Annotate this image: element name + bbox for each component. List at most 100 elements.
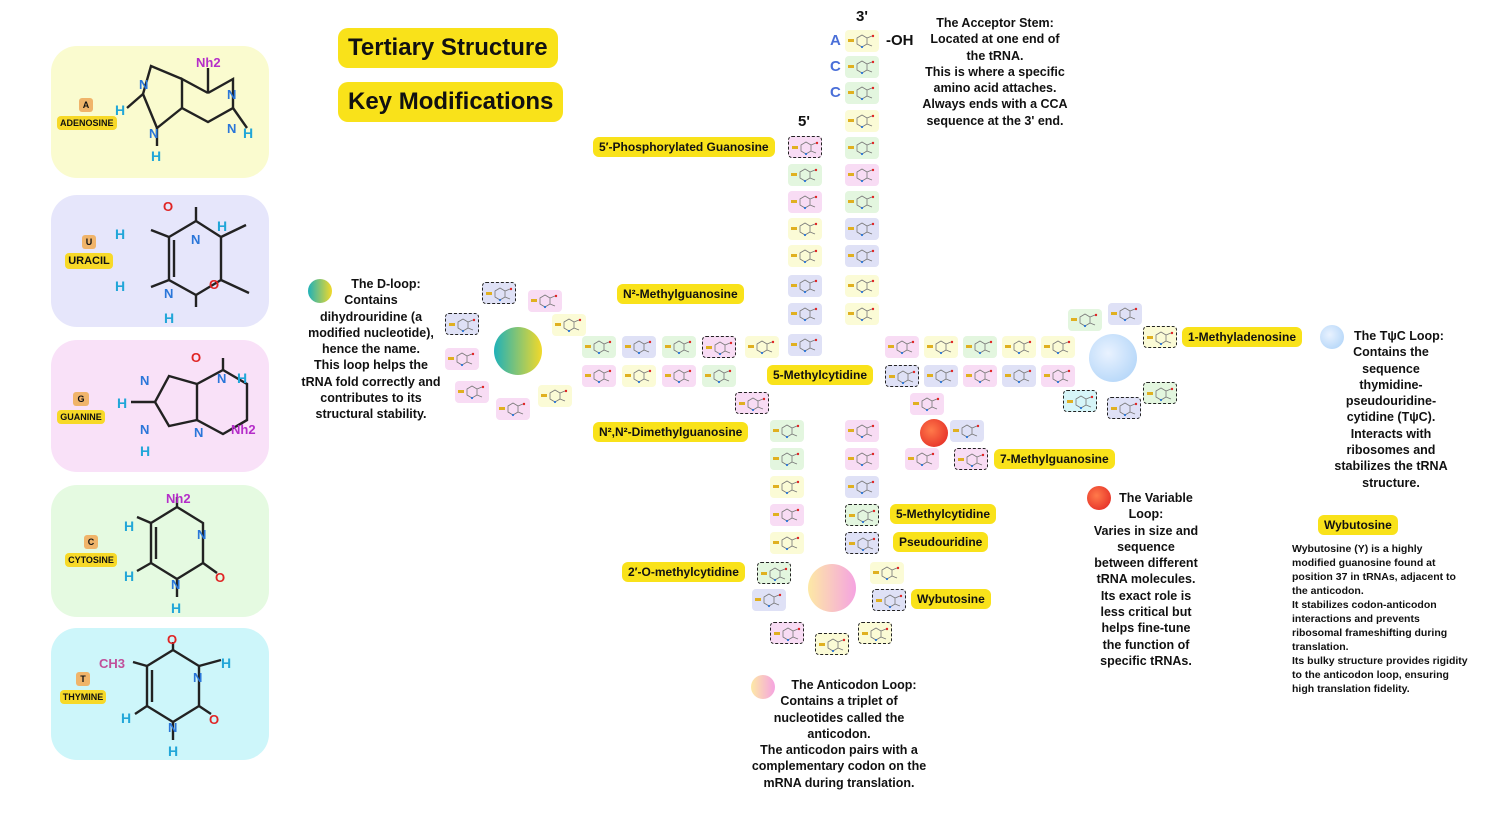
tpsic-loop-description: The TψC Loop: Contains the sequence thym… [1334,329,1448,490]
base-name: URACIL [65,253,113,269]
nucleotide-tile [963,365,997,387]
nucleotide-tile [1143,382,1177,404]
nucleotide-tile [845,56,879,78]
nucleotide-tile [1063,390,1097,412]
nucleotide-tile [788,245,822,267]
svg-text:O: O [191,350,201,365]
anticodon-loop-circle [808,564,856,612]
nucleotide-tile [845,110,879,132]
nucleotide-tile [845,245,879,267]
nucleotide-tile [788,164,822,186]
nucleotide-tile [845,218,879,240]
base-name: CYTOSINE [65,553,117,567]
adenosine-card: Nh2 N N N N H H H A ADENOSINE [51,46,269,178]
label-1-methyladenosine: 1-Methyladenosine [1182,327,1303,347]
base-name: THYMINE [59,690,107,704]
nucleotide-tile [528,290,562,312]
nucleotide-tile [582,365,616,387]
svg-text:N: N [140,373,149,388]
svg-text:N: N [193,670,202,685]
cca-a-label: A [830,32,841,49]
variable-loop-description: The Variable Loop: Varies in size and se… [1093,491,1199,668]
svg-text:H: H [115,226,125,242]
nucleotide-tile [1107,397,1141,419]
nucleotide-tile [752,589,786,611]
five-prime-label: 5' [798,113,810,130]
thymine-card: O CH3 N H O N H H T THYMINE [51,628,269,760]
svg-text:N: N [171,577,180,592]
nucleotide-tile [770,448,804,470]
guanine-card: O N H Nh2 N N N H H G GUANINE [51,340,269,472]
nucleotide-tile [845,532,879,554]
nucleotide-tile [845,303,879,325]
tertiary-structure-title: Tertiary Structure [338,28,558,68]
svg-text:H: H [243,125,253,141]
label-5-methylcytidine-anticodon: 5-Methylcytidine [890,504,997,524]
nucleotide-tile [1041,336,1075,358]
anticodon-loop-dot [751,675,775,699]
nucleotide-tile [845,30,879,52]
svg-text:H: H [124,568,134,584]
svg-text:O: O [209,277,219,292]
svg-text:Nh2: Nh2 [196,55,221,70]
nucleotide-tile [702,365,736,387]
label-n2n2-dimethylguanosine: N²,N²-Dimethylguanosine [593,422,749,442]
nucleotide-tile [885,365,919,387]
nucleotide-tile [496,398,530,420]
nucleotide-tile [954,448,988,470]
svg-text:H: H [164,310,174,326]
nucleotide-tile [845,164,879,186]
svg-text:H: H [121,710,131,726]
nucleotide-tile [702,336,736,358]
anticodon-loop-description: The Anticodon Loop: Contains a triplet o… [751,678,927,790]
nucleotide-tile [845,82,879,104]
svg-text:H: H [221,655,231,671]
nucleotide-tile [770,476,804,498]
thymine-structure-icon: O CH3 N H O N H H [99,632,231,759]
label-2-o-methylcytidine: 2′-O-methylcytidine [622,562,745,582]
svg-text:H: H [115,278,125,294]
nucleotide-tile [858,622,892,644]
label-phosphorylated-guanosine: 5′-Phosphorylated Guanosine [593,137,775,157]
variable-loop-circle [920,419,948,447]
nucleotide-tile [770,420,804,442]
nucleotide-tile [845,476,879,498]
nucleotide-tile [788,136,822,158]
nucleotide-tile [770,532,804,554]
svg-text:H: H [124,518,134,534]
cca-c1-label: C [830,58,841,75]
nucleotide-tile [1068,309,1102,331]
base-name: ADENOSINE [57,116,117,130]
svg-text:Nh2: Nh2 [231,422,256,437]
nucleotide-tile [845,420,879,442]
svg-text:N: N [168,720,177,735]
nucleotide-tile [582,336,616,358]
svg-text:N: N [194,425,203,440]
svg-text:N: N [164,286,173,301]
variable-loop-dot [1087,486,1111,510]
nucleotide-tile [950,420,984,442]
uracil-structure-icon: O N H O N H H H [115,199,250,326]
nucleotide-tile [455,381,489,403]
d-loop-description: The D-loop: Contains dihydrouridine (a m… [301,277,441,422]
nucleotide-tile [538,385,572,407]
nucleotide-tile [1002,365,1036,387]
wybutosine-box-title: Wybutosine [1318,515,1398,535]
cca-c2-label: C [830,84,841,101]
nucleotide-tile [770,504,804,526]
label-n2-methylguanosine: N²-Methylguanosine [617,284,744,304]
label-5-methylcytidine-arm: 5-Methylcytidine [767,365,874,385]
guanine-structure-icon: O N H Nh2 N N N H H [117,350,256,459]
svg-text:H: H [115,102,125,118]
d-loop-circle [494,327,542,375]
cytosine-card: Nh2 N O N H H H C CYTOSINE [51,485,269,617]
nucleotide-tile [445,313,479,335]
svg-text:O: O [209,712,219,727]
acceptor-description: The Acceptor Stem: Located at one end of… [922,16,1068,128]
base-letter: C [83,535,99,549]
nucleotide-tile [757,562,791,584]
svg-text:N: N [197,527,206,542]
nucleotide-tile [788,334,822,356]
adenosine-structure-icon: Nh2 N N N N H H H [115,55,253,164]
svg-text:H: H [140,443,150,459]
